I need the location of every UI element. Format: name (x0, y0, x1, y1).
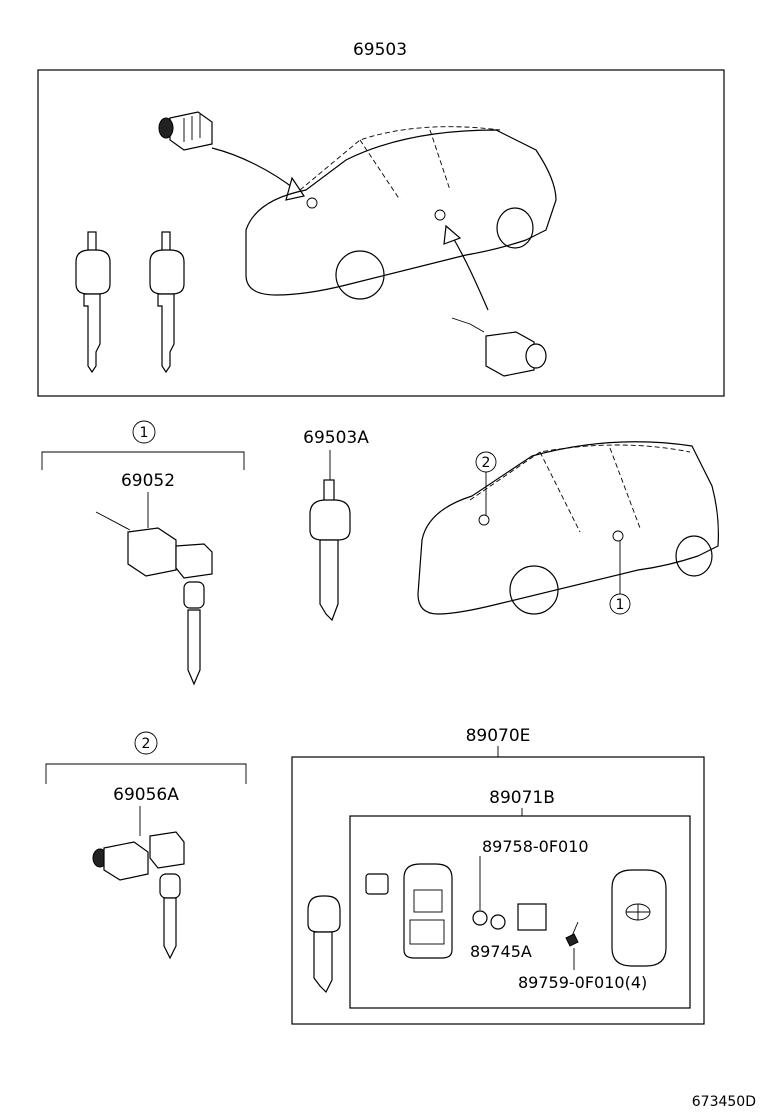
label-transmitter-assy: 89070E (466, 726, 531, 746)
transmitter-case (403, 863, 453, 959)
screw (565, 921, 579, 947)
transmitter-housing (611, 869, 667, 967)
label-lock-set-2: 69056A (113, 785, 179, 805)
callout-1-vehicle-text: 1 (616, 597, 625, 613)
circuit-board (517, 903, 547, 931)
seal (490, 914, 506, 930)
label-transmitter-sub: 89071B (489, 788, 555, 808)
transmitter-assy-box (291, 756, 705, 1025)
diagram-id: 673450D (692, 1094, 756, 1110)
callout-2-header (134, 731, 158, 755)
lock-set-2-parts (92, 831, 185, 960)
key-top-right (149, 231, 185, 374)
label-part-b: 89745A (470, 942, 532, 961)
door-lock-cylinder-right (451, 317, 547, 377)
callout-1-header (132, 420, 156, 444)
label-key-set-1: 69052 (121, 471, 175, 491)
vehicle-top (245, 126, 557, 300)
lock-set-1-parts (95, 511, 213, 686)
callout-2-vehicle-text: 2 (482, 455, 491, 471)
leader-arrow-2 (451, 235, 489, 311)
transmitter-sub-box (349, 815, 691, 1009)
rubber-pad (365, 873, 389, 895)
vehicle-middle (417, 441, 719, 615)
label-part-c: 89759-0F010(4) (518, 973, 647, 992)
bracket-1 (41, 451, 245, 470)
key-top-left (75, 231, 111, 374)
label-key-blank: 69503A (303, 428, 369, 448)
arrow-head-2 (443, 224, 462, 245)
arrow-head-1 (285, 176, 305, 201)
transmitter-key (307, 895, 341, 994)
door-lock-cylinder-top (158, 111, 213, 151)
battery (472, 910, 488, 926)
leader-arrow-1 (211, 147, 297, 191)
label-top-assembly: 69503 (353, 40, 407, 60)
bracket-2 (45, 763, 247, 784)
top-assembly-box (37, 69, 725, 397)
label-part-a: 89758-0F010 (482, 837, 589, 856)
callout-1-text: 1 (140, 425, 149, 441)
key-blank (309, 479, 351, 622)
callout-2-text: 2 (142, 736, 151, 752)
